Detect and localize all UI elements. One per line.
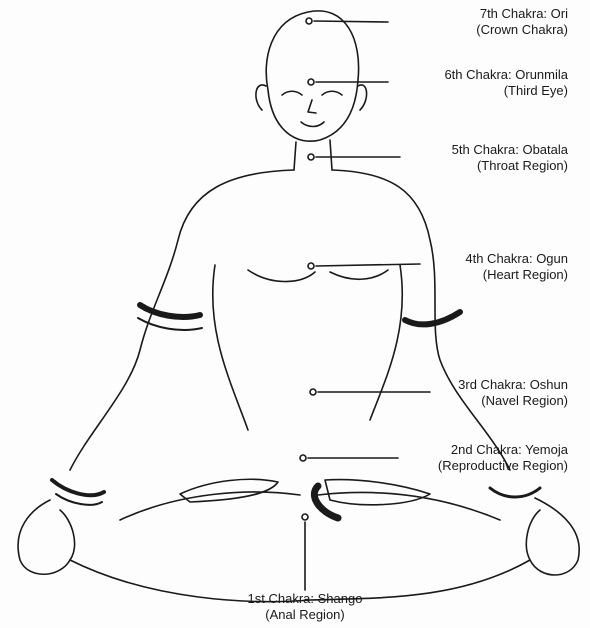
right-thigh <box>318 492 500 520</box>
chakra-point-5 <box>308 154 314 160</box>
pointer-7 <box>314 21 388 22</box>
chakra-name: 4th Chakra: Ogun <box>465 251 568 267</box>
right-upper-arm <box>332 170 510 470</box>
left-hand <box>18 500 74 574</box>
chakra-point-7 <box>306 18 312 24</box>
right-eye <box>322 91 342 95</box>
left-armband <box>140 305 200 317</box>
chakra-point-1 <box>302 514 308 520</box>
left-bracelet <box>52 480 104 495</box>
ankle-band <box>314 486 338 518</box>
right-ear <box>358 85 367 110</box>
chest-line-right <box>330 270 388 279</box>
right-bracelet <box>490 488 540 497</box>
left-upper-arm <box>70 170 294 470</box>
chakra-region: (Throat Region) <box>452 158 568 174</box>
chakra-name: 1st Chakra: Shango <box>240 591 370 607</box>
right-inner-arm <box>370 265 402 420</box>
left-foot <box>180 479 278 502</box>
chakra-label-7: 7th Chakra: Ori (Crown Chakra) <box>476 6 568 38</box>
chakra-region: (Navel Region) <box>458 393 568 409</box>
right-armband <box>405 312 460 324</box>
chakra-label-1: 1st Chakra: Shango (Anal Region) <box>240 591 370 623</box>
chakra-label-5: 5th Chakra: Obatala (Throat Region) <box>452 142 568 174</box>
chakra-label-2: 2nd Chakra: Yemoja (Reproductive Region) <box>438 442 568 474</box>
chakra-label-3: 3rd Chakra: Oshun (Navel Region) <box>458 377 568 409</box>
chakra-region: (Heart Region) <box>465 267 568 283</box>
chakra-region: (Crown Chakra) <box>476 22 568 38</box>
chakra-name: 6th Chakra: Orunmila <box>444 67 568 83</box>
left-eye <box>282 91 302 95</box>
chakra-point-2 <box>300 455 306 461</box>
mouth <box>301 122 324 127</box>
chakra-name: 7th Chakra: Ori <box>476 6 568 22</box>
head-outline <box>266 11 358 141</box>
chakra-point-6 <box>308 79 314 85</box>
chakra-point-3 <box>310 389 316 395</box>
chakra-name: 5th Chakra: Obatala <box>452 142 568 158</box>
chakra-name: 3rd Chakra: Oshun <box>458 377 568 393</box>
chakra-region: (Third Eye) <box>444 83 568 99</box>
chakra-label-4: 4th Chakra: Ogun (Heart Region) <box>465 251 568 283</box>
nose <box>308 100 316 113</box>
chakra-name: 2nd Chakra: Yemoja <box>438 442 568 458</box>
pointer-4 <box>316 264 420 266</box>
right-hand <box>526 498 579 575</box>
chakra-point-4 <box>308 263 314 269</box>
left-inner-arm <box>213 265 248 430</box>
left-thigh <box>120 492 300 520</box>
chakra-region: (Anal Region) <box>240 607 370 623</box>
left-ear <box>256 85 266 110</box>
chakra-label-6: 6th Chakra: Orunmila (Third Eye) <box>444 67 568 99</box>
chest-line <box>248 270 315 282</box>
chakra-region: (Reproductive Region) <box>438 458 568 474</box>
